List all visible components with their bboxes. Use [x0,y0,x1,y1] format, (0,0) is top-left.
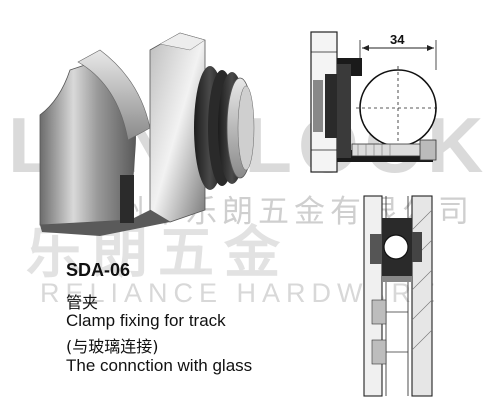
product-note-cn: (与玻璃连接) [66,337,159,356]
dimension-label: 34 [390,32,405,47]
product-code: SDA-06 [66,260,131,280]
product-name-cn: 管夹 [66,293,99,312]
product-description: Clamp fixing for track [66,311,226,330]
product-note-en: The connction with glass [66,356,253,375]
